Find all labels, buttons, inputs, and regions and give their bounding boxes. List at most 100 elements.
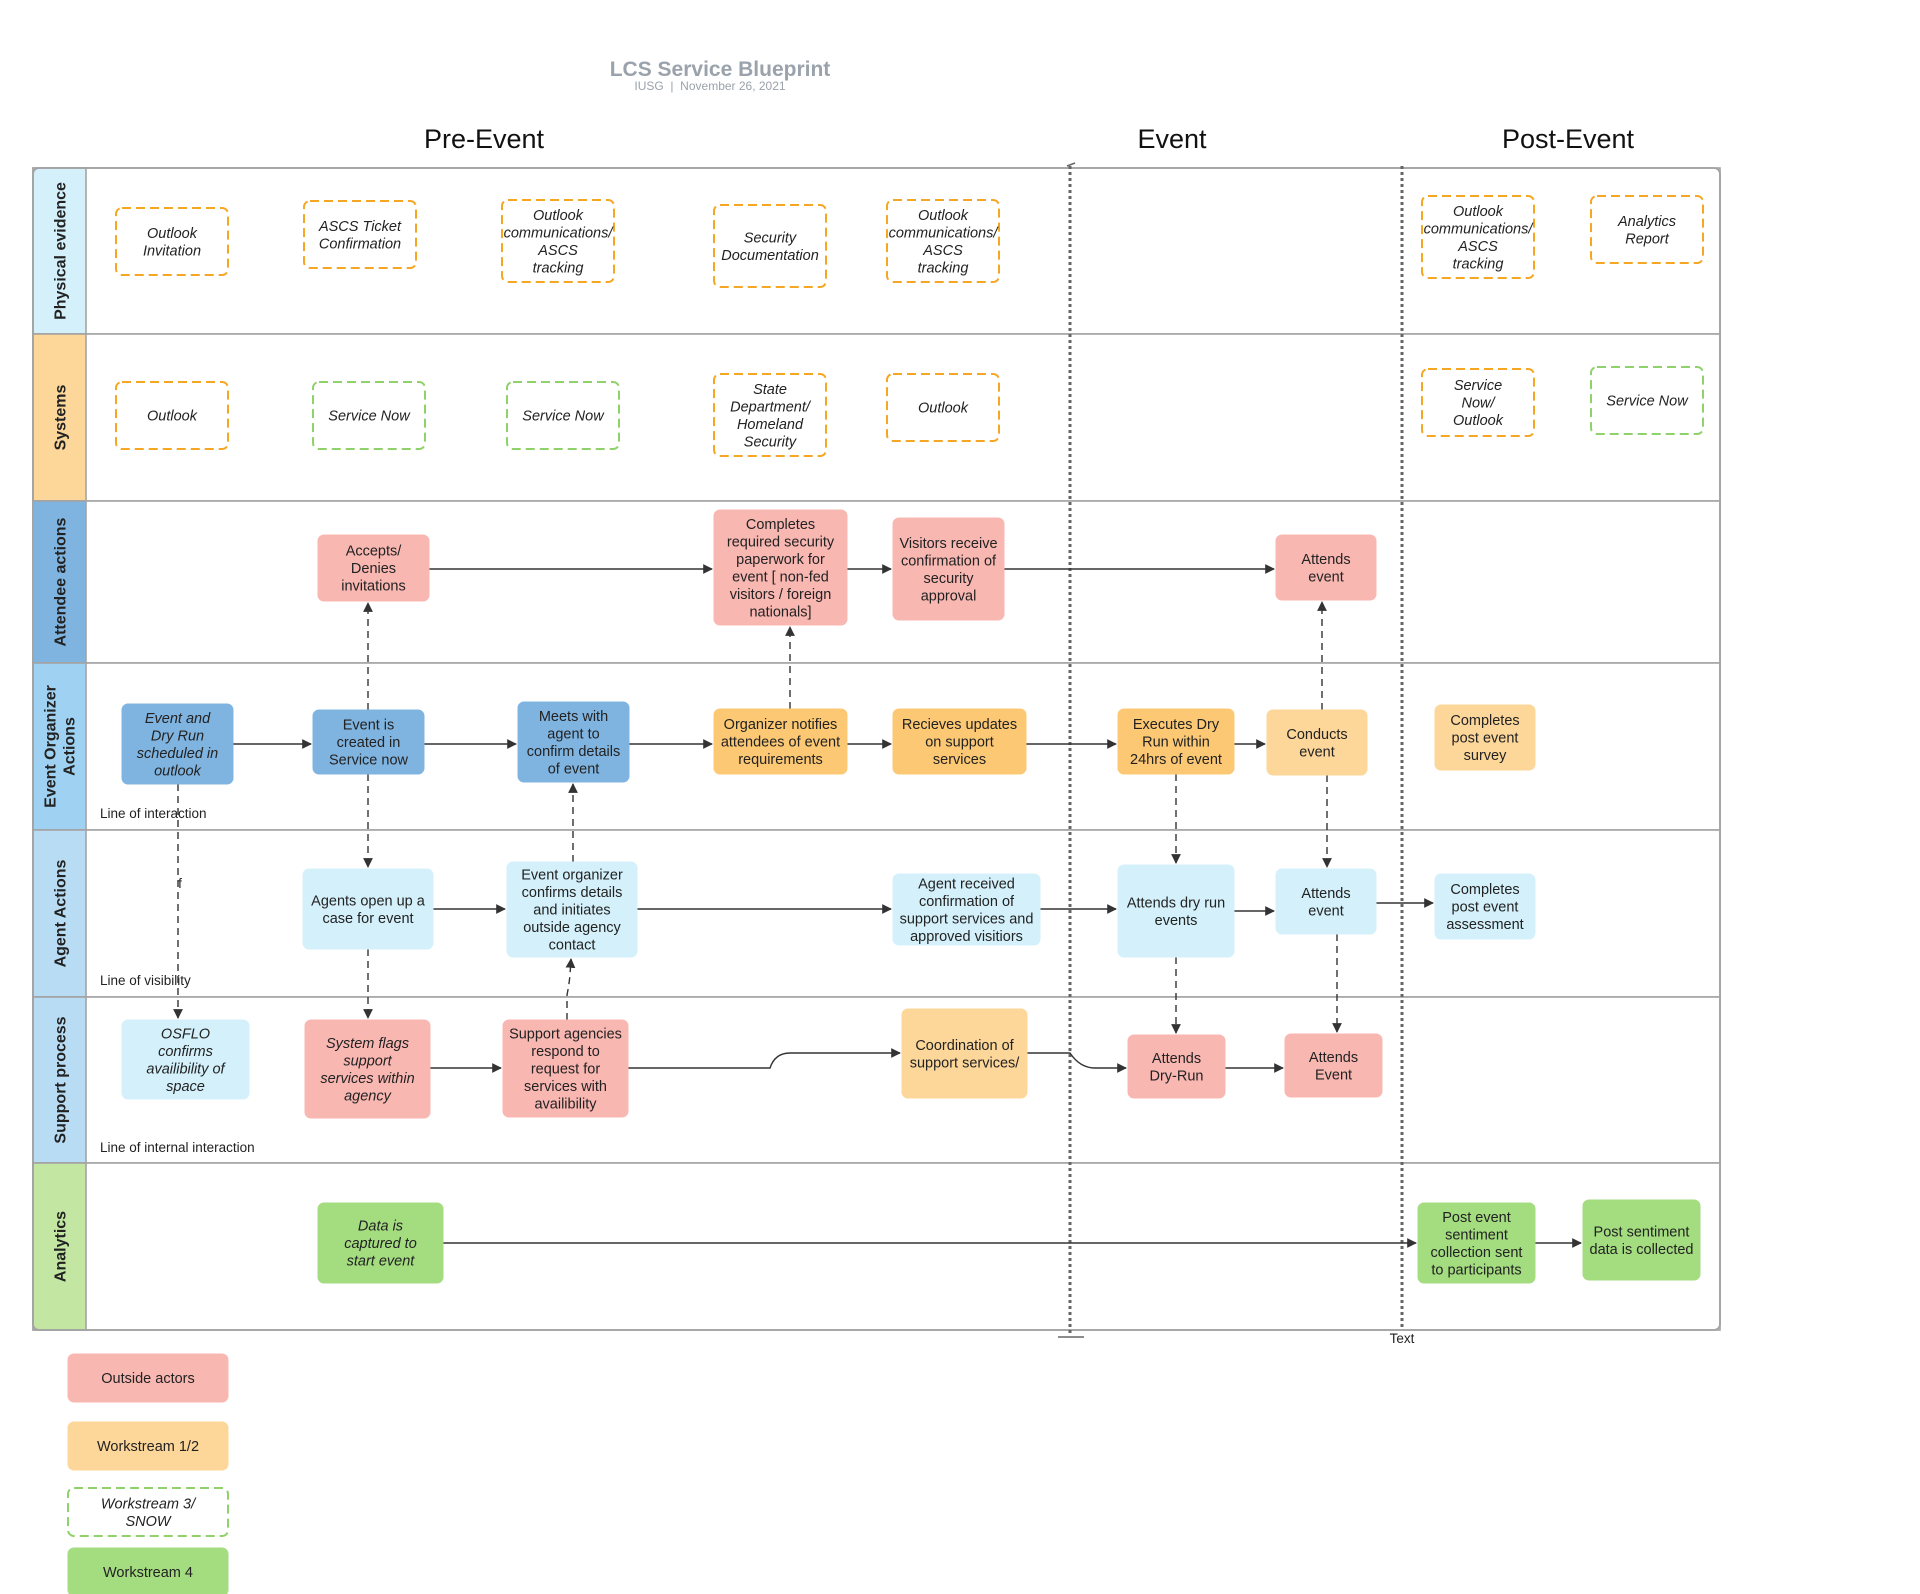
node-box xyxy=(886,373,1000,442)
node-box xyxy=(1417,1202,1536,1284)
legend-outside-actors: Outside actors xyxy=(67,1353,229,1403)
node-box xyxy=(713,204,827,288)
lane-attendee-actions-label: Attendee actions xyxy=(53,517,70,646)
node-box xyxy=(1127,1034,1226,1099)
line-of-visibility-label: Line of visibility xyxy=(100,973,191,988)
node-box xyxy=(1117,864,1235,958)
lane-attendee-actions-body xyxy=(32,500,1721,664)
node-box xyxy=(1284,1033,1383,1098)
connector-arrow xyxy=(565,958,576,1020)
node-box xyxy=(1117,708,1235,775)
node-box xyxy=(901,1008,1028,1099)
legend-workstream-4: Workstream 4 xyxy=(67,1547,229,1594)
legend-workstream-3-snow: Workstream 3/SNOW xyxy=(67,1487,229,1537)
blueprint-frame xyxy=(32,167,1721,1331)
divider-tick-top xyxy=(1066,162,1076,167)
node-box xyxy=(1582,1199,1701,1281)
node-box xyxy=(506,861,638,958)
node-box xyxy=(713,509,848,626)
node-box xyxy=(1266,709,1368,776)
line-of-interaction-label: Line of interaction xyxy=(100,806,207,821)
node-sy2: Service Now xyxy=(312,381,426,450)
lane-agent-actions-label: Agent Actions xyxy=(53,859,70,967)
lane-attendee-actions-header xyxy=(32,500,87,664)
node-label: Service Now xyxy=(328,409,411,425)
lane-analytics-header xyxy=(32,1162,87,1331)
legend-label: Workstream 1/2 xyxy=(97,1439,199,1455)
connector-arrow xyxy=(628,1048,901,1069)
node-box xyxy=(312,381,426,450)
node-box xyxy=(1434,873,1536,940)
lane-attendee-actions: Attendee actions xyxy=(32,500,1721,664)
legend-swatch xyxy=(67,1547,229,1594)
node-box xyxy=(121,703,234,785)
node-label: Service Now xyxy=(1606,394,1689,410)
legend-swatch xyxy=(67,1353,229,1403)
node-box xyxy=(317,534,430,602)
node-label: Service Now xyxy=(522,409,605,425)
lane-support-process: Support process xyxy=(32,996,1721,1164)
legend-swatch xyxy=(67,1487,229,1537)
lane-support-process-label: Support process xyxy=(53,1016,70,1143)
line-of-internal-interaction-label: Line of internal interaction xyxy=(100,1140,255,1155)
node-box xyxy=(1590,366,1704,435)
node-box xyxy=(713,373,827,457)
node-box xyxy=(312,709,425,775)
node-box xyxy=(1434,704,1536,771)
node-label: Outlook xyxy=(918,401,969,417)
node-sy1: Outlook xyxy=(115,381,229,450)
legend-swatch xyxy=(67,1421,229,1471)
node-label: Outlook xyxy=(147,409,198,425)
node-box xyxy=(304,1019,431,1119)
